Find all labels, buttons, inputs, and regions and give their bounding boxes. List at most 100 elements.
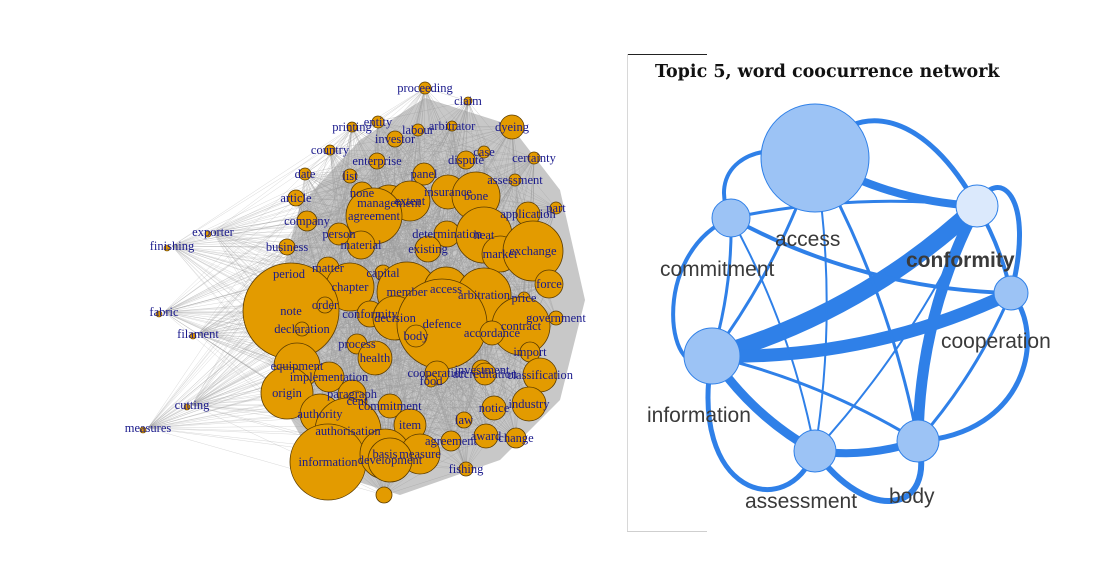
topic-network-edge bbox=[814, 205, 978, 452]
network-node bbox=[377, 393, 403, 419]
network-word-label: investor bbox=[375, 132, 416, 146]
network-node bbox=[139, 426, 147, 434]
network-labels: proceedingclaimprintingentitylabourarbit… bbox=[125, 81, 587, 476]
network-word-label: classification bbox=[507, 368, 574, 382]
network-word-label: decision bbox=[374, 311, 416, 325]
network-node bbox=[163, 244, 171, 252]
network-nodes bbox=[139, 81, 564, 504]
network-edge bbox=[424, 87, 469, 102]
network-word-label: bone bbox=[464, 189, 489, 203]
topic-network-edge bbox=[703, 197, 986, 365]
network-word-label: defence bbox=[423, 317, 462, 331]
network-word-label: industry bbox=[509, 397, 551, 411]
network-word-label: measures bbox=[125, 421, 172, 435]
network-node bbox=[375, 486, 393, 504]
network-word-label: force bbox=[536, 277, 562, 291]
panel-bottom-rule bbox=[627, 531, 707, 532]
network-word-label: item bbox=[399, 418, 421, 432]
network-word-label: food bbox=[420, 374, 444, 388]
network-edge bbox=[163, 246, 288, 313]
network-edge bbox=[171, 126, 353, 247]
topic-network-edges bbox=[671, 118, 1030, 504]
network-word-label: contract bbox=[501, 319, 542, 333]
network-word-label: chapter bbox=[332, 280, 370, 294]
network-word-label: matter bbox=[312, 261, 345, 275]
topic-node-label: cooperation bbox=[941, 330, 1051, 353]
network-node bbox=[479, 320, 505, 346]
network-word-label: heat bbox=[474, 228, 495, 242]
network-node bbox=[346, 121, 358, 133]
network-word-label: development bbox=[358, 453, 423, 467]
network-node bbox=[204, 230, 212, 238]
network-node bbox=[342, 168, 358, 184]
network-word-label: finishing bbox=[150, 239, 195, 253]
network-word-label: accreditation bbox=[453, 367, 518, 381]
network-node bbox=[456, 150, 476, 170]
topic-node-label: commitment bbox=[660, 258, 775, 281]
network-word-label: equipment bbox=[271, 359, 324, 373]
network-word-label: existing bbox=[408, 242, 448, 256]
topic-node-commitment bbox=[711, 198, 751, 238]
network-node bbox=[414, 235, 442, 263]
network-node bbox=[287, 189, 305, 207]
network-word-label: access bbox=[430, 282, 462, 296]
topic-network-edge bbox=[917, 291, 1030, 444]
network-word-label: case bbox=[473, 145, 495, 159]
network-word-label: claim bbox=[454, 94, 482, 108]
network-node bbox=[411, 123, 425, 137]
network-word-label: dispute bbox=[448, 153, 485, 167]
network-word-label: date bbox=[295, 167, 316, 181]
topic-node-label: access bbox=[775, 228, 840, 251]
network-node bbox=[367, 437, 413, 483]
network-word-label: agreement bbox=[348, 209, 401, 223]
network-word-label: dyeing bbox=[495, 120, 530, 134]
network-word-label: person bbox=[322, 227, 356, 241]
network-node bbox=[499, 114, 525, 140]
network-word-label: paragraph bbox=[327, 387, 378, 401]
network-word-label: labour bbox=[402, 123, 435, 137]
topic-node-cooperation bbox=[993, 275, 1029, 311]
network-node bbox=[296, 210, 318, 232]
topic-network-edge bbox=[705, 286, 1018, 363]
network-word-label: certainty bbox=[512, 151, 556, 165]
network-word-label: printing bbox=[332, 120, 372, 134]
network-word-label: arbitration bbox=[458, 288, 511, 302]
network-word-label: entity bbox=[364, 115, 393, 129]
network-word-label: material bbox=[341, 238, 382, 252]
network-word-label: health bbox=[360, 351, 391, 365]
network-word-label: authorisation bbox=[315, 424, 381, 438]
network-word-label: part bbox=[546, 201, 566, 215]
network-word-label: exporter bbox=[192, 225, 234, 239]
network-word-label: agreement bbox=[425, 434, 478, 448]
network-edge bbox=[171, 87, 426, 247]
network-word-label: market bbox=[483, 247, 518, 261]
network-node bbox=[386, 130, 404, 148]
network-node bbox=[534, 269, 564, 299]
network-node bbox=[548, 310, 564, 326]
network-word-label: measure bbox=[399, 447, 441, 461]
network-node bbox=[278, 238, 296, 256]
topic-node-assessment bbox=[793, 429, 837, 473]
network-word-label: filament bbox=[177, 327, 219, 341]
network-edge bbox=[304, 121, 379, 175]
network-word-label: insurance bbox=[424, 185, 472, 199]
left-cooccurrence-network: proceedingclaimprintingentitylabourarbit… bbox=[125, 81, 587, 504]
network-node bbox=[324, 144, 336, 156]
network-node bbox=[183, 403, 191, 411]
topic-node-label: information bbox=[647, 404, 751, 427]
network-word-label: cooperation bbox=[407, 366, 467, 380]
network-node bbox=[346, 230, 376, 260]
network-word-label: cutting bbox=[175, 398, 210, 412]
network-node bbox=[327, 222, 351, 246]
network-word-label: fishing bbox=[449, 462, 484, 476]
network-node bbox=[371, 115, 385, 129]
network-word-label: basis bbox=[373, 447, 398, 461]
panel-title: Topic 5, word coocurrence network bbox=[655, 62, 1000, 82]
network-node bbox=[473, 362, 497, 386]
network-node bbox=[412, 162, 436, 186]
network-word-label: application bbox=[500, 207, 556, 221]
network-word-label: exchange bbox=[509, 244, 557, 258]
network-word-label: notice bbox=[479, 401, 510, 415]
network-word-label: cent bbox=[347, 394, 368, 408]
topic-node-access bbox=[760, 103, 870, 213]
